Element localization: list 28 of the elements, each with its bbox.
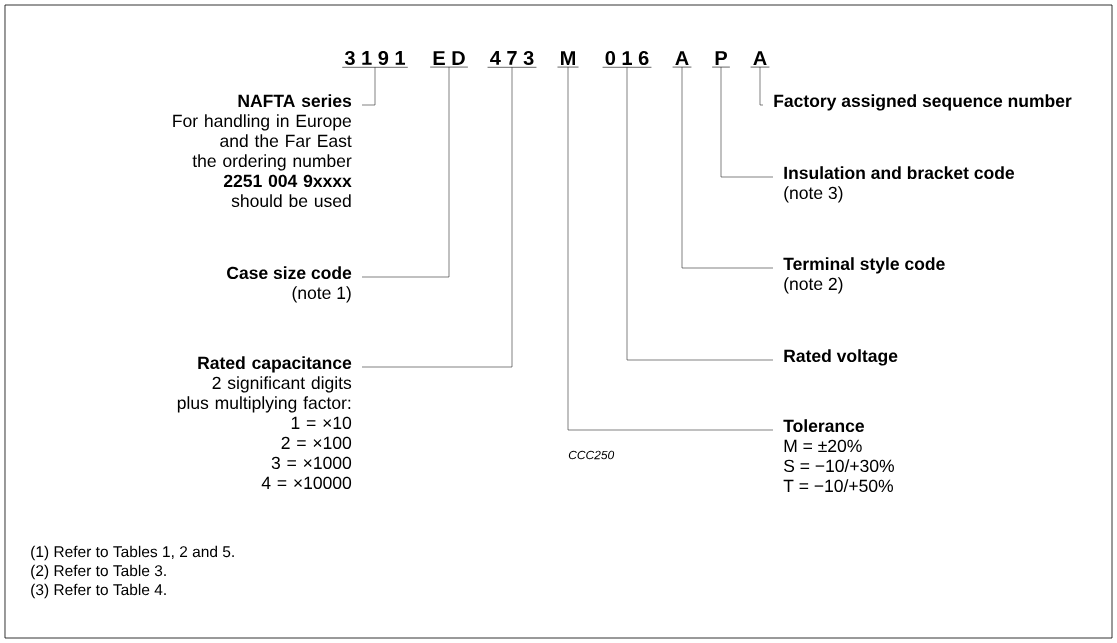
code-segment: A [750,51,770,68]
leader-line [720,66,774,178]
callout-text: Tolerance M = ±20% S = −10/+30% T = −10/+50% [783,419,894,493]
leader-line [759,66,764,106]
leader-line [626,67,774,361]
note-text: (1) Refer to Tables 1, 2 and 5. [31,545,234,561]
leader-line [567,66,774,431]
callout-text: Factory assigned sequence number [774,94,1072,111]
figure-code: CCC250 [568,450,615,460]
code-segment: P [711,51,731,68]
callout-text: NAFTA series For handling in Europe and the Far East the ordering number 2251 004 9xxxx should be used [173,94,352,208]
callout-text: Case size code (note 1) [227,266,352,303]
code-segment: M [557,51,579,68]
code-segment: A [672,51,692,68]
leader-line [681,66,774,269]
note-text: (2) Refer to Table 3. [31,564,166,580]
callout-text: Terminal style code (note 2) [783,257,945,294]
code-segment: 3 1 9 1 [341,50,409,68]
leader-line [361,67,513,368]
note-text: (3) Refer to Table 4. [31,583,166,599]
code-segment: E D [429,51,469,68]
code-segment: 0 1 6 [602,50,652,68]
leader-line [361,66,450,278]
leader-line [361,67,376,106]
code-segment: 4 7 3 [487,50,537,68]
callout-text: Insulation and bracket code (note 3) [784,166,1015,203]
callout-text: Rated voltage [784,349,898,366]
callout-text: Rated capacitance 2 significant digits plus multiplying factor: 1 = ×10 2 = ×100 3 = ×1000 4 = ×10000 [177,356,352,490]
